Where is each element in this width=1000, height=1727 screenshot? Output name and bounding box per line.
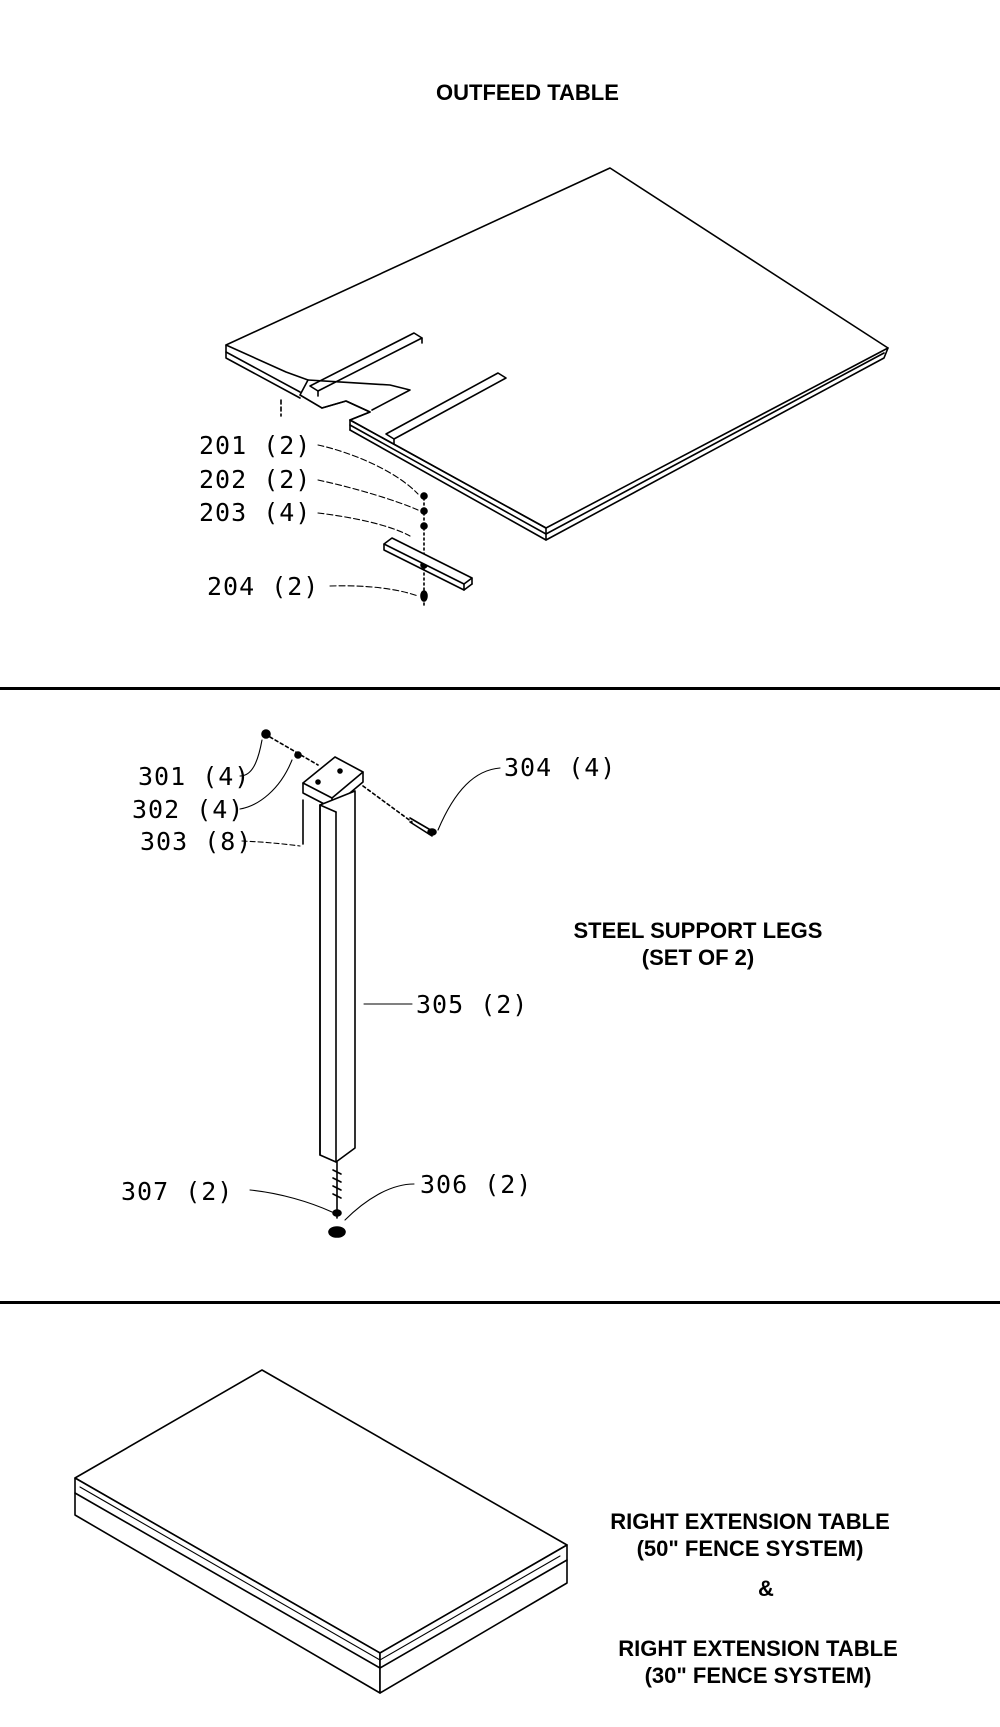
bolt-304 (362, 785, 413, 823)
leveling-foot-nut-icon (332, 1209, 342, 1217)
callout-302: 302 (4) (132, 795, 245, 824)
leader-307 (249, 1189, 333, 1213)
outfeed-washer-icon (420, 492, 428, 500)
leveling-foot-pad-icon (328, 1226, 346, 1238)
extension-table-right-edge (379, 1544, 568, 1694)
support-legs-title: STEEL SUPPORT LEGS (SET OF 2) (548, 917, 848, 971)
outfeed-nut-icon (420, 522, 428, 530)
callout-304: 304 (4) (504, 753, 617, 782)
outfeed-table-edge-right-inner (545, 352, 885, 535)
leader-201 (317, 444, 419, 495)
extension-table-30-line2: (30" FENCE SYSTEM) (644, 1663, 872, 1688)
leader-303 (241, 840, 301, 847)
extension-ampersand: & (758, 1576, 774, 1601)
leader-301 (239, 739, 263, 777)
leader-302 (239, 759, 293, 810)
section-divider-2 (0, 1301, 1000, 1304)
callout-307: 307 (2) (121, 1177, 234, 1206)
extension-table-30-line1: RIGHT EXTENSION TABLE (618, 1636, 898, 1661)
callout-201: 201 (2) (199, 431, 312, 460)
leader-204 (329, 585, 419, 597)
outfeed-table-edge-front-mid (349, 424, 547, 535)
outfeed-table-edge-front-lower (349, 429, 547, 541)
support-legs-title-line1: STEEL SUPPORT LEGS (573, 918, 823, 943)
outfeed-notch (321, 400, 371, 421)
outfeed-lockwasher-icon (420, 507, 428, 515)
extension-table-50-line1: RIGHT EXTENSION TABLE (610, 1509, 890, 1534)
callout-203: 203 (4) (199, 498, 312, 527)
outfeed-table-title: OUTFEED TABLE (436, 80, 619, 105)
leader-203 (317, 512, 411, 537)
callout-202: 202 (2) (199, 465, 312, 494)
outfeed-miter-slot-right (385, 372, 507, 440)
leader-304 (437, 767, 501, 831)
outfeed-bolt-head-icon (420, 590, 428, 602)
leader-202 (317, 479, 419, 511)
callout-303: 303 (8) (140, 827, 253, 856)
section-divider-1 (0, 687, 1000, 690)
callout-301: 301 (4) (138, 762, 251, 791)
extension-table-50-line2: (50" FENCE SYSTEM) (636, 1536, 864, 1561)
extension-table-30-title: RIGHT EXTENSION TABLE (30" FENCE SYSTEM) (588, 1635, 928, 1689)
callout-305: 305 (2) (416, 990, 529, 1019)
leader-306 (344, 1183, 415, 1221)
outfeed-table-edge-left (225, 344, 301, 399)
callout-306: 306 (2) (420, 1170, 533, 1199)
support-legs-title-line2: (SET OF 2) (641, 945, 755, 970)
callout-204: 204 (2) (207, 572, 320, 601)
outfeed-table-edge-front (349, 419, 547, 529)
extension-table-50-title: RIGHT EXTENSION TABLE (50" FENCE SYSTEM) (580, 1508, 920, 1562)
nut-301-icon (261, 729, 271, 739)
